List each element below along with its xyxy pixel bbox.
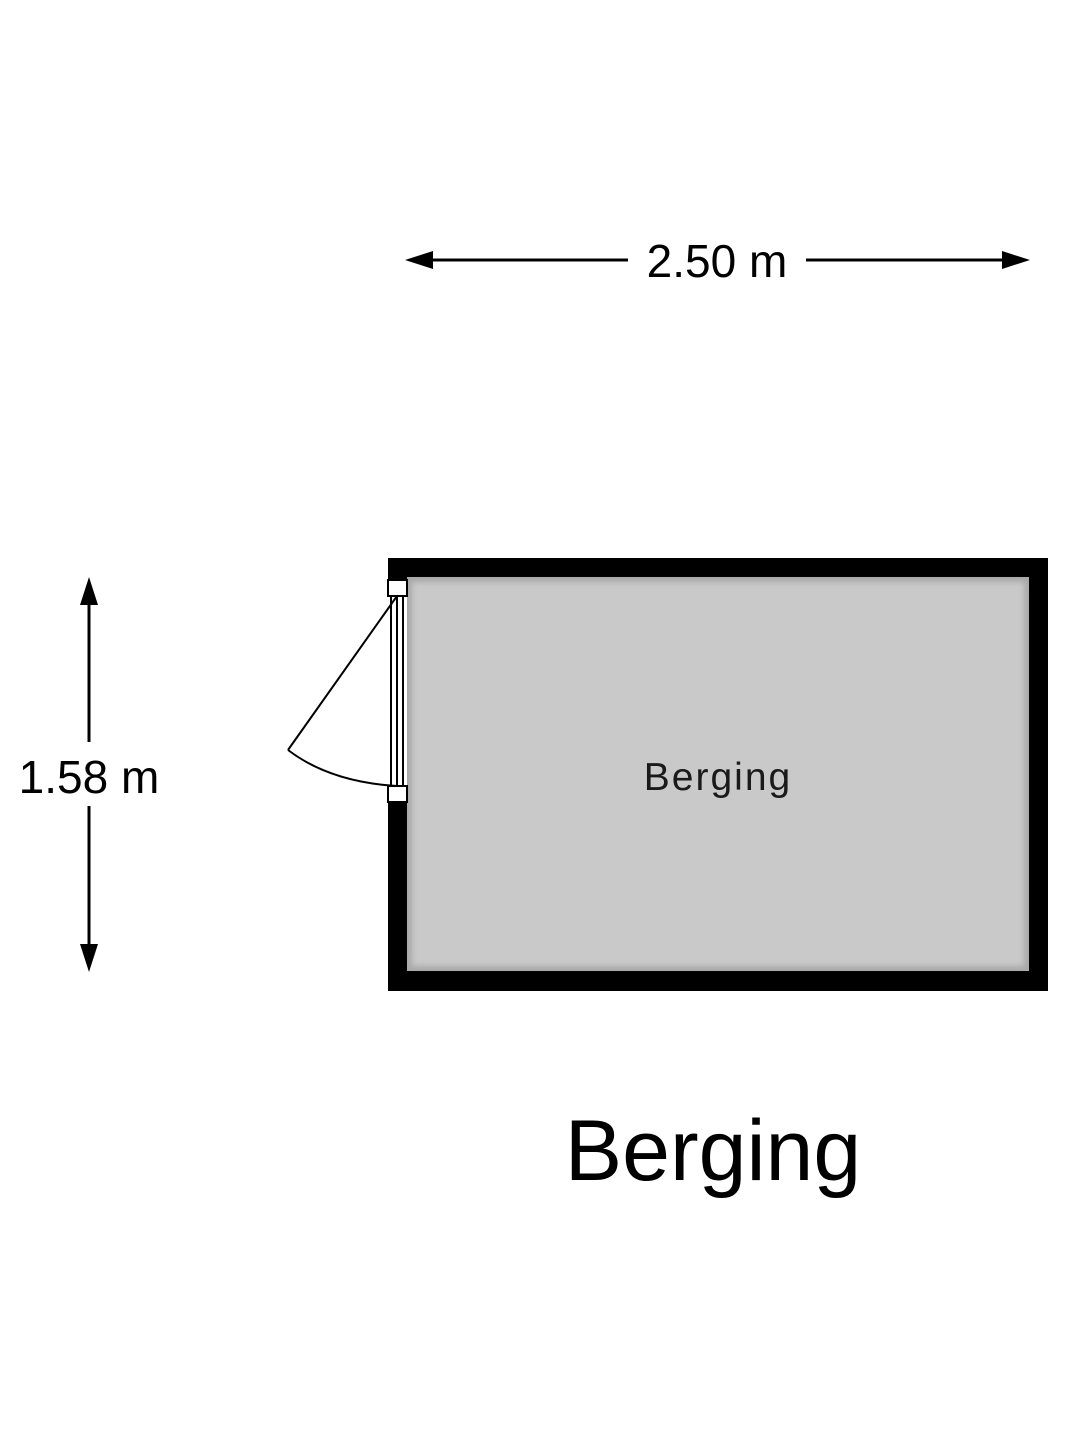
arrow-down-icon [80,944,98,972]
arrow-right-icon [1002,251,1030,269]
width-dimension-label: 2.50 m [647,235,788,287]
door-leaf [287,595,398,751]
height-dimension-label: 1.58 m [19,751,160,803]
plan-title: Berging [565,1103,861,1199]
door-jamb-bottom [387,785,408,803]
height-dimension: 1.58 m [19,577,160,972]
room-berging: Berging [388,558,1048,991]
room-label: Berging [644,756,792,799]
door-swing-arc [287,749,398,787]
width-dimension: 2.50 m [405,235,1030,287]
door [287,579,408,803]
arrow-up-icon [80,577,98,605]
arrow-left-icon [405,251,433,269]
room-floor [412,582,1024,966]
door-jamb-top [387,579,408,597]
